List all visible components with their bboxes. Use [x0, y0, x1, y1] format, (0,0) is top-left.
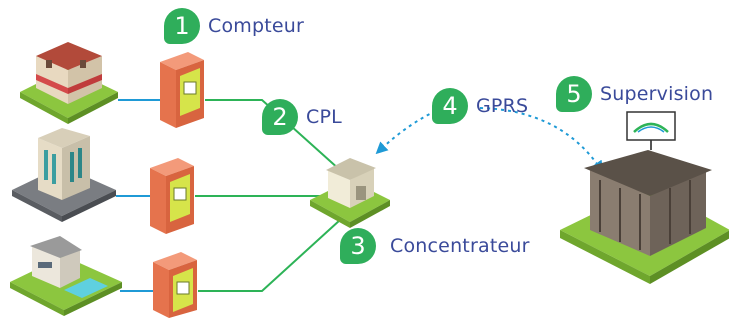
step-4-label: GPRS	[476, 95, 529, 117]
step-4: 4 GPRS	[432, 88, 528, 124]
step-5: 5 Supervision	[556, 76, 713, 112]
step-5-badge: 5	[556, 76, 592, 112]
step-2-label: CPL	[306, 106, 342, 128]
step-3-badge: 3	[340, 228, 376, 264]
concentrator-box-icon	[310, 158, 390, 228]
step-1-label: Compteur	[208, 15, 305, 37]
step-1-badge: 1	[164, 8, 200, 44]
step-5-label: Supervision	[600, 83, 714, 105]
step-2: 2 CPL	[262, 99, 342, 135]
step-2-badge: 2	[262, 99, 298, 135]
gprs-arrow-left	[375, 107, 443, 155]
shop-building-icon	[20, 42, 118, 124]
office-building-icon	[12, 128, 116, 222]
house-with-pool-icon	[10, 236, 122, 316]
step-1: 1 Compteur	[164, 8, 304, 44]
step-3-label: Concentrateur	[390, 235, 530, 257]
cpl-line-1	[205, 99, 341, 171]
supervision-building-icon	[560, 111, 729, 284]
cpl-line-3	[198, 219, 341, 292]
gprs-arrow-right	[479, 107, 604, 173]
step-3: 3 Concentrateur	[340, 228, 530, 264]
step-4-badge: 4	[432, 88, 468, 124]
electric-meter-icon	[160, 52, 204, 128]
electric-meter-icon	[153, 252, 197, 318]
electric-meter-icon	[150, 158, 194, 234]
